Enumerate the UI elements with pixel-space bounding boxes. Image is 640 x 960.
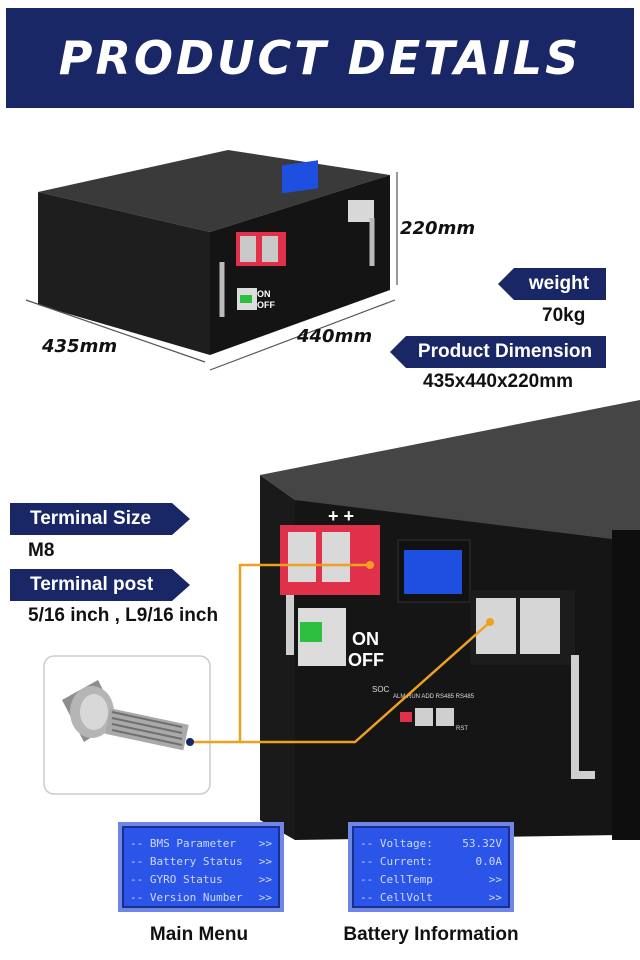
depth-dimension-label: 435mm: [42, 336, 118, 357]
svg-text:SOC: SOC: [372, 685, 390, 694]
lcd-row-value: 0.0A: [475, 854, 503, 868]
terminal-post-tag: Terminal post: [10, 569, 190, 601]
weight-tag: weight: [498, 268, 606, 300]
lcd-row-label: -- CellVolt: [360, 890, 433, 904]
product-dimension-tag-label: Product Dimension: [417, 341, 593, 362]
svg-text:ON: ON: [352, 629, 379, 649]
lcd-row-value: >>: [488, 890, 502, 904]
product-dimension-tag: Product Dimension: [390, 336, 606, 368]
title-banner: PRODUCT DETAILS: [6, 8, 634, 108]
svg-text:ON: ON: [257, 289, 271, 299]
lcd-row: -- Version Number >>: [130, 888, 272, 906]
lcd-row-label: -- Battery Status: [130, 854, 243, 868]
lcd-row: -- Battery Status >>: [130, 852, 272, 870]
bolt-image: [43, 655, 211, 795]
svg-text:OFF: OFF: [257, 300, 275, 310]
lcd-row: -- BMS Parameter >>: [130, 834, 272, 852]
lcd-row-label: -- BMS Parameter: [130, 836, 236, 850]
svg-text:+ +: + +: [328, 506, 354, 526]
svg-text:ALM RUN ADD RS485 RS485: ALM RUN ADD RS485 RS485: [393, 694, 475, 700]
lcd-row-value: >>: [258, 836, 272, 850]
lcd-row: -- GYRO Status >>: [130, 870, 272, 888]
lcd-row-value: >>: [258, 854, 272, 868]
lcd-row-label: -- GYRO Status: [130, 872, 223, 886]
lcd-row: -- Voltage: 53.32V: [360, 834, 502, 852]
weight-value: 70kg: [542, 305, 586, 326]
main-menu-lcd: -- BMS Parameter >> -- Battery Status >> -…: [118, 822, 284, 912]
terminal-post-tag-label: Terminal post: [30, 574, 154, 595]
lcd-row-label: -- CellTemp: [360, 872, 433, 886]
terminal-size-tag-label: Terminal Size: [30, 508, 152, 529]
lcd-row: -- Current: 0.0A: [360, 852, 502, 870]
lcd-row-label: -- Version Number: [130, 890, 243, 904]
lcd-row: -- CellVolt >>: [360, 888, 502, 906]
lcd-row-value: >>: [258, 872, 272, 886]
terminal-size-tag: Terminal Size: [10, 503, 190, 535]
lcd-row-value: >>: [488, 872, 502, 886]
svg-text:OFF: OFF: [348, 650, 384, 670]
product-dimension-value: 435x440x220mm: [423, 371, 574, 392]
banner-title: PRODUCT DETAILS: [58, 31, 582, 85]
battery-large-image: + + ON OFF SOC ALM RUN ADD RS485 RS485 R…: [260, 400, 640, 840]
terminal-post-value: 5/16 inch , L9/16 inch: [28, 605, 219, 626]
weight-tag-label: weight: [528, 273, 590, 294]
battery-information-lcd: -- Voltage: 53.32V -- Current: 0.0A -- Cel…: [348, 822, 514, 912]
callout-lines: [186, 561, 494, 746]
battery-small-image: ON OFF: [25, 150, 398, 371]
width-dimension-label: 440mm: [297, 326, 373, 347]
lcd-row-value: 53.32V: [462, 836, 502, 850]
lcd-row: -- CellTemp >>: [360, 870, 502, 888]
lcd-row-label: -- Current:: [360, 854, 433, 868]
battery-information-caption: Battery Information: [343, 924, 519, 945]
height-dimension-label: 220mm: [400, 218, 476, 239]
main-menu-caption: Main Menu: [149, 924, 249, 945]
lcd-row-value: >>: [258, 890, 272, 904]
svg-text:RST: RST: [456, 726, 468, 732]
lcd-row-label: -- Voltage:: [360, 836, 433, 850]
terminal-size-value: M8: [28, 540, 55, 561]
